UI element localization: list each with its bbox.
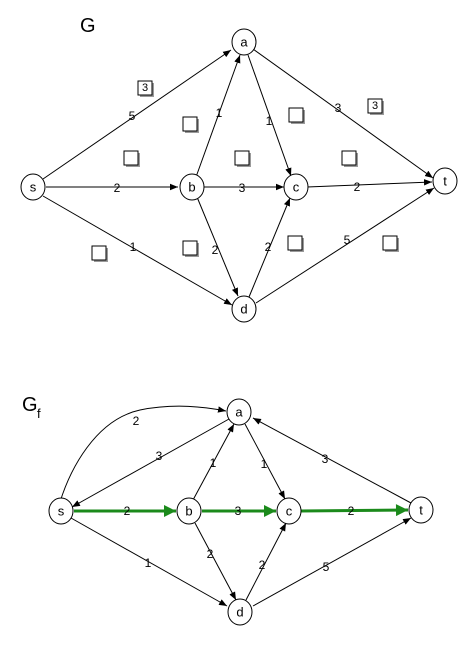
path-edge-c-t (299, 504, 409, 517)
edge-a-s-residual (71, 418, 230, 508)
node-b-label: b (188, 180, 195, 195)
node-t[interactable]: t (432, 167, 458, 195)
edge-b-a (195, 54, 241, 178)
flow-box-b-d[interactable] (182, 240, 199, 257)
residual-node-b[interactable]: b (176, 497, 202, 525)
cap-a-t: 3 (335, 101, 342, 115)
edge-s-d-residual (70, 517, 228, 607)
cap-d-t-residual: 5 (323, 560, 330, 574)
edge-b-d-residual (194, 522, 237, 601)
node-s-label: s (30, 180, 37, 195)
flow-box-d-t[interactable] (382, 235, 399, 252)
residual-node-d-label: d (236, 605, 243, 620)
cap-b-a: 1 (216, 106, 223, 120)
residual-node-t-label: t (419, 503, 423, 518)
residual-node-b-label: b (185, 504, 192, 519)
cap-s-b-residual: 2 (124, 504, 131, 518)
cap-d-t: 5 (344, 233, 351, 247)
graph-gf-title: G (22, 394, 38, 416)
residual-node-s[interactable]: s (48, 497, 74, 525)
node-s[interactable]: s (20, 173, 46, 201)
flow-value-s-a: 3 (142, 82, 148, 94)
cap-s-a: 5 (129, 109, 136, 123)
cap-d-c: 2 (265, 240, 272, 254)
flow-value-a-t: 3 (372, 100, 378, 112)
residual-node-t[interactable]: t (408, 496, 434, 524)
edge-b-d (196, 196, 239, 297)
flow-box-d-c[interactable] (287, 235, 304, 252)
residual-node-c-label: c (286, 504, 293, 519)
node-a-label: a (240, 35, 248, 50)
cap-s-b: 2 (114, 181, 121, 195)
graph-gf: G f 2 3 2 1 1 1 3 2 2 2 5 3 s (22, 394, 434, 626)
cap-b-c-residual: 3 (235, 504, 242, 518)
flow-box-b-a[interactable] (182, 116, 199, 133)
edge-s-a (42, 49, 232, 180)
edge-a-c (247, 54, 292, 177)
cap-t-a-residual: 3 (322, 452, 329, 466)
cap-b-d: 2 (212, 243, 219, 257)
edge-a-t (252, 48, 434, 179)
edge-d-c-residual (245, 522, 287, 601)
node-b[interactable]: b (179, 173, 205, 201)
cap-a-c: 1 (266, 114, 273, 128)
cap-b-d-residual: 2 (207, 547, 214, 561)
cap-c-t-residual: 2 (348, 504, 355, 518)
node-a[interactable]: a (231, 28, 257, 56)
cap-c-t: 2 (354, 180, 361, 194)
node-d[interactable]: d (231, 295, 257, 323)
graph-g-title: G (80, 15, 96, 37)
edge-d-t-residual (252, 517, 412, 607)
cap-s-a-residual: 2 (133, 414, 140, 428)
residual-node-a-label: a (235, 405, 243, 420)
flow-box-b-c[interactable] (234, 150, 251, 167)
residual-node-s-label: s (58, 504, 65, 519)
edge-c-t (306, 179, 433, 188)
cap-b-a-residual: 1 (210, 456, 217, 470)
cap-a-s-residual: 3 (156, 449, 163, 463)
cap-d-c-residual: 2 (259, 558, 266, 572)
residual-node-a[interactable]: a (226, 398, 252, 426)
graph-g: G 5 2 1 1 1 3 3 2 2 2 5 3 3 (20, 15, 458, 323)
edge-s-d (42, 195, 233, 306)
node-t-label: t (443, 174, 447, 189)
flow-box-c-t[interactable] (341, 150, 358, 167)
residual-node-d[interactable]: d (227, 598, 253, 626)
edge-t-a-residual (252, 417, 412, 504)
cap-s-d-residual: 1 (145, 556, 152, 570)
edge-s-a-residual (59, 405, 227, 503)
cap-b-c: 3 (239, 181, 246, 195)
edge-b-a-residual (192, 423, 235, 501)
node-c-label: c (293, 180, 300, 195)
flow-box-a-c[interactable] (288, 107, 305, 124)
edge-d-t (255, 187, 435, 304)
node-d-label: d (240, 302, 247, 317)
edge-a-c-residual (244, 423, 286, 500)
flow-box-s-d[interactable] (91, 245, 108, 262)
cap-a-c-residual: 1 (261, 457, 268, 471)
flow-box-a-t[interactable]: 3 (367, 98, 384, 115)
edge-d-c (248, 197, 291, 298)
cap-s-d: 1 (130, 240, 137, 254)
flow-box-s-a[interactable]: 3 (137, 80, 154, 97)
node-c[interactable]: c (283, 173, 309, 201)
flow-box-s-b[interactable] (123, 150, 140, 167)
graph-gf-subscript: f (37, 406, 41, 421)
residual-node-c[interactable]: c (276, 497, 302, 525)
